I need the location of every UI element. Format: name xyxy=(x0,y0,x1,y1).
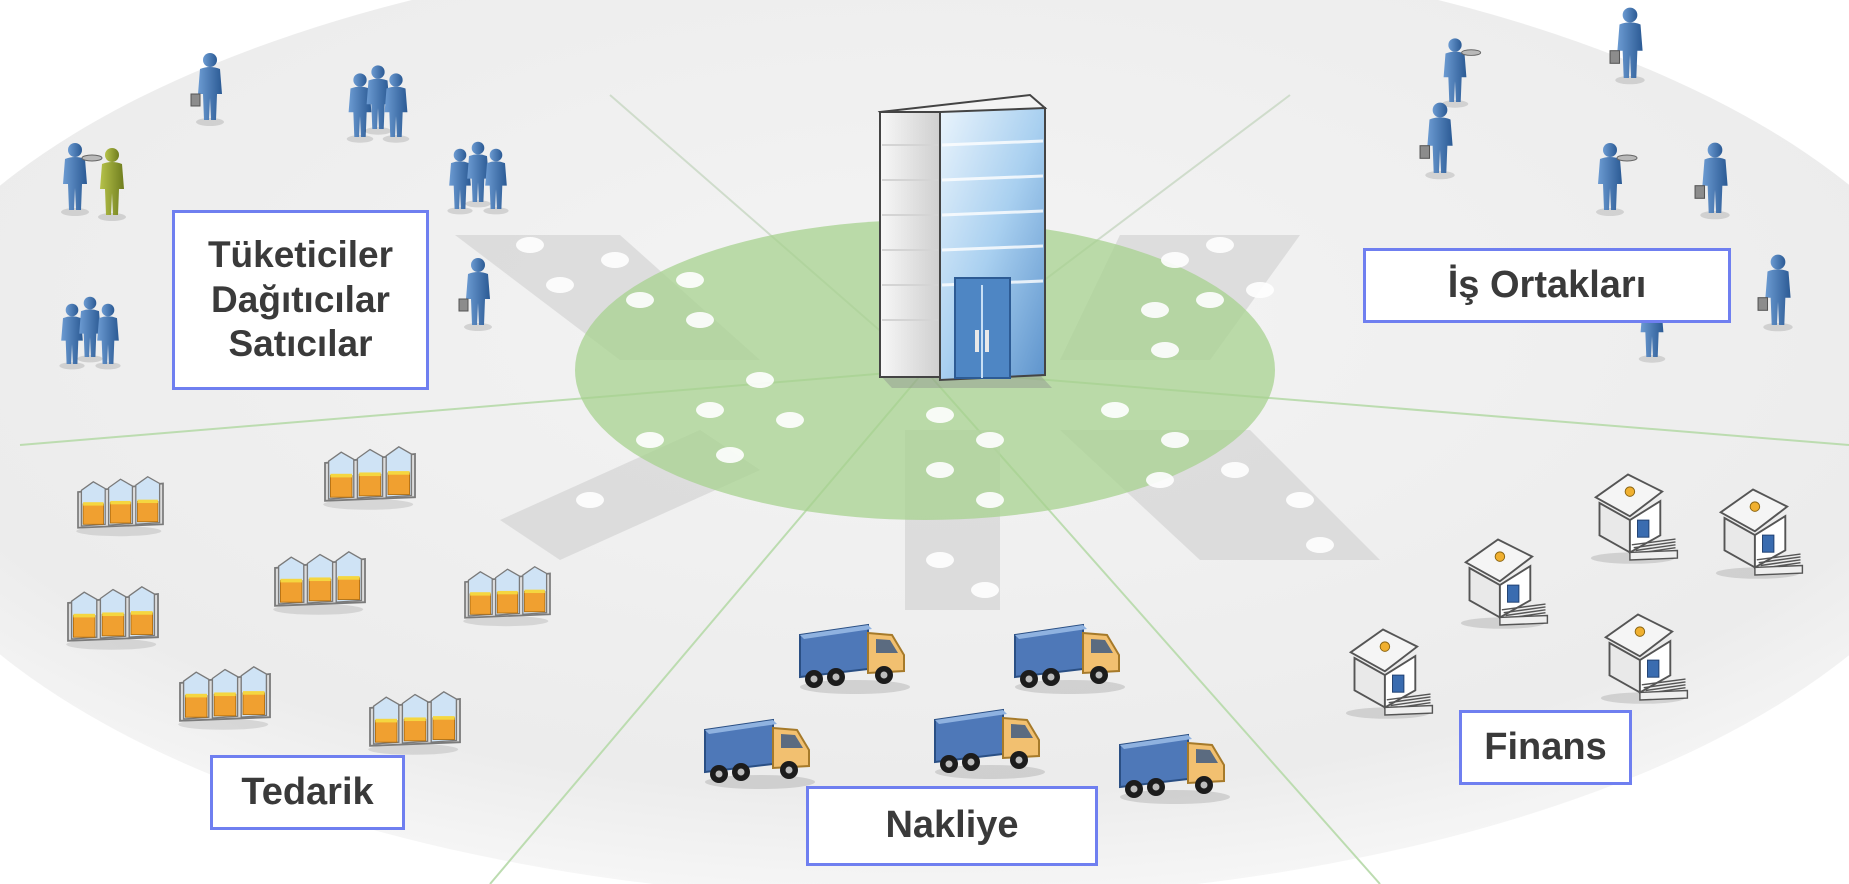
truck-icon xyxy=(1119,733,1230,804)
bank-group xyxy=(1345,473,1804,719)
person-icon xyxy=(77,296,103,363)
partners-label: İş Ortakları xyxy=(1447,263,1647,306)
truck-icon xyxy=(704,718,815,789)
consumers-line-3: Satıcılar xyxy=(228,323,373,365)
factory-icon xyxy=(323,445,416,510)
factory-group xyxy=(66,445,551,755)
person-icon xyxy=(1757,254,1793,332)
people-group xyxy=(59,7,1793,370)
factory-icon xyxy=(178,665,271,730)
person-icon xyxy=(465,141,491,208)
factory-icon xyxy=(368,690,461,755)
person-icon xyxy=(59,303,85,370)
supply-label-box: Tedarik xyxy=(210,755,405,830)
finance-label: Finans xyxy=(1484,725,1607,768)
bank-icon xyxy=(1590,473,1679,564)
person-icon xyxy=(1419,102,1455,180)
light-dots xyxy=(516,237,1334,598)
person-icon xyxy=(364,65,392,135)
factory-icon xyxy=(273,550,366,615)
truck-icon xyxy=(799,623,910,694)
person-icon xyxy=(1596,143,1638,216)
factory-icon xyxy=(66,585,159,650)
finance-label-box: Finans xyxy=(1459,710,1632,785)
person-icon xyxy=(190,53,224,126)
person-icon xyxy=(346,73,374,143)
supply-label: Tedarik xyxy=(241,770,374,813)
person-icon xyxy=(458,258,492,331)
person-icon xyxy=(1694,142,1730,220)
partners-label-box: İş Ortakları xyxy=(1363,248,1731,323)
factory-icon xyxy=(76,475,164,537)
person-icon xyxy=(1609,7,1645,85)
bank-icon xyxy=(1600,613,1689,704)
person-icon xyxy=(61,143,103,216)
person-icon xyxy=(382,73,410,143)
person-icon xyxy=(447,148,473,215)
factory-icon xyxy=(463,565,551,627)
bank-icon xyxy=(1345,628,1434,719)
consumers-line-2: Dağıtıcılar xyxy=(211,278,390,320)
shipping-label-box: Nakliye xyxy=(806,786,1098,866)
consumers-label-box: Tüketiciler Dağıtıcılar Satıcılar xyxy=(172,210,429,390)
bank-icon xyxy=(1460,538,1549,629)
truck-group xyxy=(704,623,1230,804)
bank-icon xyxy=(1715,488,1804,579)
shipping-label: Nakliye xyxy=(885,804,1019,847)
person-icon xyxy=(1441,38,1482,108)
truck-icon xyxy=(1014,623,1125,694)
truck-icon xyxy=(934,708,1045,779)
person-icon xyxy=(95,303,121,370)
person-icon xyxy=(483,148,509,215)
person-icon xyxy=(98,148,126,221)
consumers-line-1: Tüketiciler xyxy=(207,234,394,276)
building-icon xyxy=(877,93,1052,388)
